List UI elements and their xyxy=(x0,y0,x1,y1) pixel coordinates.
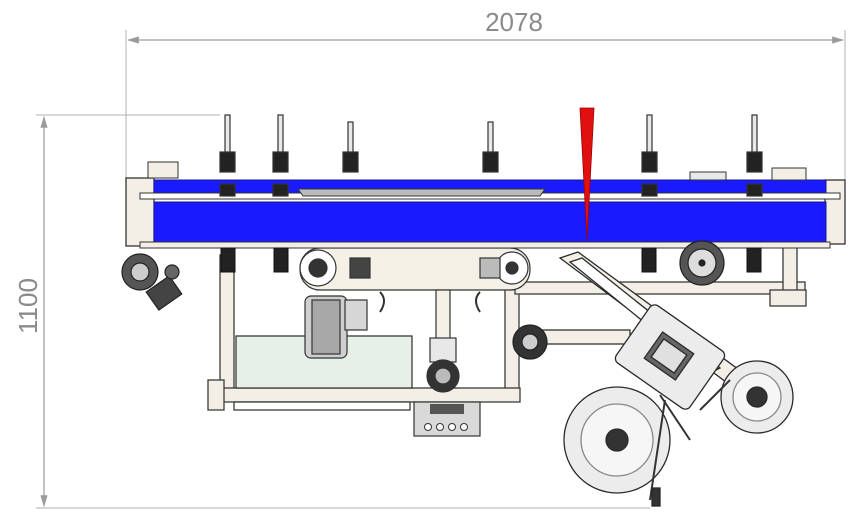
height-dimension-label: 1100 xyxy=(13,278,43,334)
guide-rod xyxy=(272,114,289,197)
base-foot-plate xyxy=(207,379,225,411)
conveyor-bottom-frame xyxy=(139,241,831,249)
machine-stand xyxy=(207,243,807,411)
motor-gearbox xyxy=(344,299,368,331)
conveyor-belt-lower xyxy=(153,201,827,243)
guide-rod xyxy=(641,114,658,197)
conveyor-end-right xyxy=(824,179,846,245)
left-leg xyxy=(219,254,235,391)
gearbox-plate xyxy=(413,401,481,437)
guide-rod xyxy=(219,114,236,197)
guide-rod xyxy=(746,114,763,197)
guide-rods xyxy=(219,114,763,197)
label-applicator xyxy=(558,251,794,507)
right-side-rail xyxy=(514,281,806,295)
guide-rod xyxy=(342,121,359,173)
guide-rod xyxy=(482,121,499,173)
drive-unit xyxy=(299,247,531,393)
right-foot xyxy=(769,289,807,307)
conveyor-guide-plate xyxy=(297,188,546,197)
width-dimension: 2078 xyxy=(125,7,846,180)
left-end-drive xyxy=(121,253,183,311)
lower-brackets xyxy=(220,247,762,273)
height-dimension: 1100 xyxy=(13,114,650,509)
conveyor xyxy=(125,161,846,249)
base-rail xyxy=(213,387,521,403)
width-dimension-label: 2078 xyxy=(485,7,543,37)
conveyor-end-left xyxy=(125,177,155,247)
mid-right-roller xyxy=(512,324,631,360)
center-marker xyxy=(579,107,595,241)
belt-roller-right xyxy=(679,240,725,286)
lower-shelf xyxy=(233,401,411,411)
